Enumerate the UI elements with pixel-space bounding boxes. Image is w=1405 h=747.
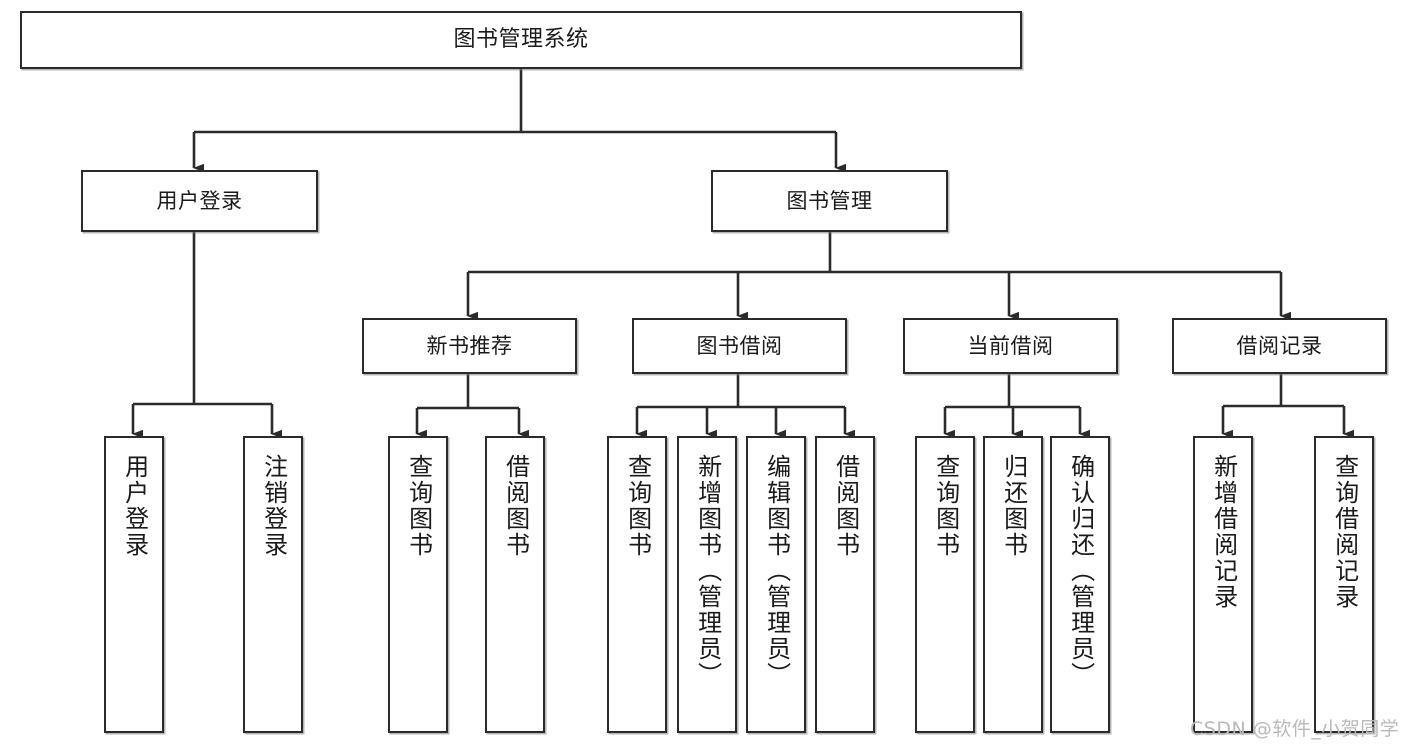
node-label: 查询借阅记录 [1330, 454, 1359, 610]
node-label: 确认归还（管理员） [1066, 454, 1095, 688]
node-leaf-confirm-return-admin[interactable]: 确认归还（管理员） [1050, 436, 1110, 733]
node-label: 编辑图书（管理员） [762, 454, 791, 688]
node-leaf-query-borrow-record[interactable]: 查询借阅记录 [1314, 436, 1374, 733]
node-leaf-query-books-current[interactable]: 查询图书 [915, 436, 975, 733]
node-leaf-query-books-borrow[interactable]: 查询图书 [607, 436, 667, 733]
node-label: 注销登录 [259, 454, 288, 558]
node-current-borrow[interactable]: 当前借阅 [903, 318, 1118, 374]
node-root-book-management-system[interactable]: 图书管理系统 [20, 11, 1022, 69]
node-label: 查询图书 [623, 454, 652, 558]
node-label: 借阅图书 [501, 454, 530, 558]
node-book-management[interactable]: 图书管理 [711, 170, 948, 232]
node-label: 图书管理 [786, 188, 873, 213]
node-label: 查询图书 [931, 454, 960, 558]
node-label: 新增借阅记录 [1209, 454, 1238, 610]
node-label: 新书推荐 [426, 333, 513, 358]
node-leaf-return-books[interactable]: 归还图书 [983, 436, 1043, 733]
node-label: 借阅记录 [1236, 333, 1323, 358]
node-leaf-user-login[interactable]: 用户登录 [104, 436, 164, 733]
csdn-watermark: CSDN @软件_小贺同学 [1190, 718, 1400, 740]
node-label: 查询图书 [404, 454, 433, 558]
node-book-borrow[interactable]: 图书借阅 [632, 318, 847, 374]
node-label: 用户登录 [120, 454, 149, 558]
node-leaf-logout[interactable]: 注销登录 [243, 436, 303, 733]
node-label: 归还图书 [999, 454, 1028, 558]
node-leaf-add-book-admin[interactable]: 新增图书（管理员） [677, 436, 737, 733]
node-label: 图书管理系统 [453, 27, 589, 53]
node-label: 图书借阅 [696, 333, 783, 358]
node-user-login[interactable]: 用户登录 [81, 170, 318, 232]
node-leaf-add-borrow-record[interactable]: 新增借阅记录 [1193, 436, 1253, 733]
node-leaf-query-books-recommend[interactable]: 查询图书 [388, 436, 448, 733]
node-new-book-recommend[interactable]: 新书推荐 [362, 318, 577, 374]
node-label: 用户登录 [156, 188, 243, 213]
node-label: 借阅图书 [831, 454, 860, 558]
node-label: 当前借阅 [967, 333, 1054, 358]
node-leaf-borrow-books-recommend[interactable]: 借阅图书 [485, 436, 545, 733]
node-leaf-edit-book-admin[interactable]: 编辑图书（管理员） [746, 436, 806, 733]
node-borrow-record[interactable]: 借阅记录 [1172, 318, 1387, 374]
node-leaf-borrow-books[interactable]: 借阅图书 [815, 436, 875, 733]
node-label: 新增图书（管理员） [693, 454, 722, 688]
